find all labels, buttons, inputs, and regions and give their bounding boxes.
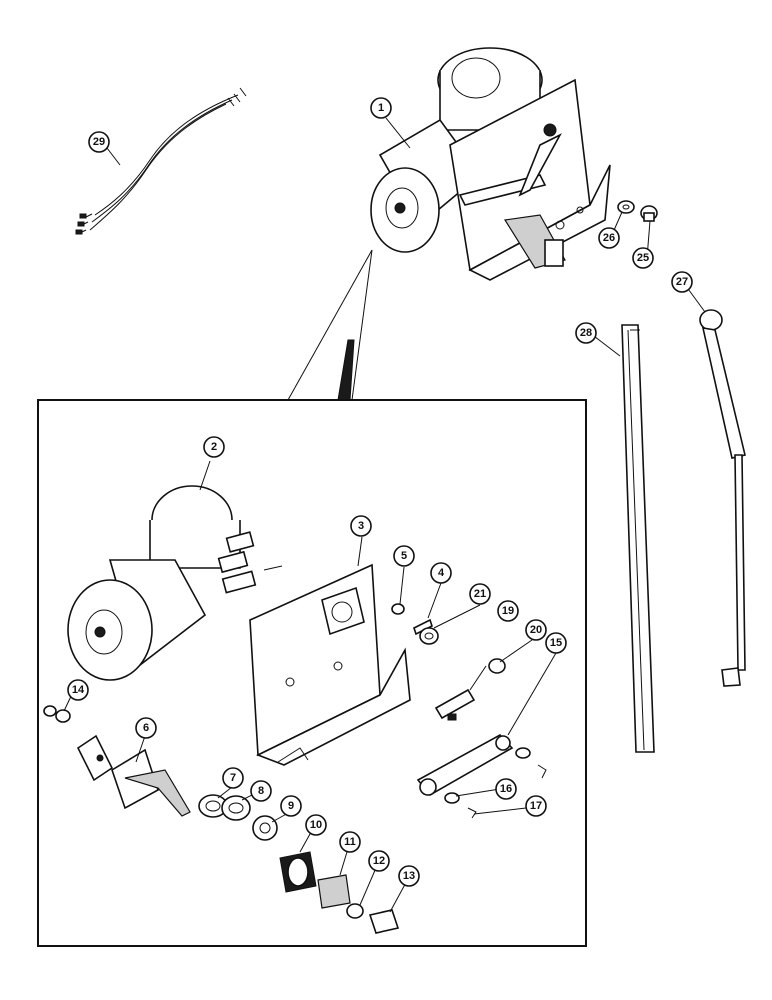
callout-13: 13 xyxy=(398,865,420,887)
wiper-blade xyxy=(621,324,655,753)
detail-hardware-14 xyxy=(43,705,71,723)
detail-motor xyxy=(67,485,283,681)
callout-7: 7 xyxy=(222,767,244,789)
callout-26: 26 xyxy=(598,227,620,249)
svg-text:12: 12 xyxy=(373,855,385,867)
svg-text:4: 4 xyxy=(438,567,445,579)
callout-15: 15 xyxy=(545,632,567,654)
detail-small-parts xyxy=(391,603,506,721)
svg-text:10: 10 xyxy=(310,819,322,831)
callout-1: 1 xyxy=(370,97,392,119)
callout-12: 12 xyxy=(368,850,390,872)
svg-text:20: 20 xyxy=(530,624,542,636)
detail-shaft-assembly xyxy=(76,734,191,817)
svg-text:16: 16 xyxy=(500,783,512,795)
svg-text:27: 27 xyxy=(676,276,688,288)
detail-washer-stack xyxy=(198,794,400,934)
svg-text:17: 17 xyxy=(530,800,542,812)
svg-text:28: 28 xyxy=(580,327,592,339)
svg-text:13: 13 xyxy=(403,870,415,882)
callout-11: 11 xyxy=(339,831,361,853)
detail-crank-arm xyxy=(416,733,547,819)
callout-3: 3 xyxy=(350,515,372,537)
svg-text:29: 29 xyxy=(93,136,105,148)
callout-27: 27 xyxy=(671,271,693,293)
svg-text:19: 19 xyxy=(502,605,514,617)
detail-frame xyxy=(37,399,587,947)
fasteners-top xyxy=(617,200,658,222)
callout-10: 10 xyxy=(305,814,327,836)
callout-5: 5 xyxy=(393,545,415,567)
svg-text:6: 6 xyxy=(143,722,149,734)
callout-20: 20 xyxy=(525,619,547,641)
svg-text:3: 3 xyxy=(358,520,364,532)
callout-14: 14 xyxy=(67,679,89,701)
svg-text:15: 15 xyxy=(550,637,562,649)
wire-harness xyxy=(75,87,247,235)
motor-assembly-top xyxy=(370,47,611,281)
callout-6: 6 xyxy=(135,717,157,739)
detail-bracket xyxy=(249,563,411,766)
callout-29: 29 xyxy=(88,131,110,153)
callout-4: 4 xyxy=(430,562,452,584)
svg-text:5: 5 xyxy=(401,550,407,562)
callout-28: 28 xyxy=(575,322,597,344)
detail-pointer xyxy=(287,249,373,401)
svg-text:9: 9 xyxy=(288,800,294,812)
callout-9: 9 xyxy=(280,795,302,817)
svg-text:14: 14 xyxy=(72,684,85,696)
callout-25: 25 xyxy=(632,247,654,269)
svg-text:2: 2 xyxy=(211,441,217,453)
svg-text:11: 11 xyxy=(344,836,356,848)
svg-text:1: 1 xyxy=(378,102,384,114)
callout-17: 17 xyxy=(525,795,547,817)
svg-text:8: 8 xyxy=(258,785,264,797)
callout-16: 16 xyxy=(495,778,517,800)
wiper-arm xyxy=(699,309,746,687)
callout-2: 2 xyxy=(203,436,225,458)
svg-text:7: 7 xyxy=(230,772,236,784)
callout-8: 8 xyxy=(250,780,272,802)
svg-text:26: 26 xyxy=(603,232,615,244)
callout-19: 19 xyxy=(497,600,519,622)
svg-text:21: 21 xyxy=(474,588,486,600)
callout-21: 21 xyxy=(469,583,491,605)
svg-text:25: 25 xyxy=(637,252,649,264)
